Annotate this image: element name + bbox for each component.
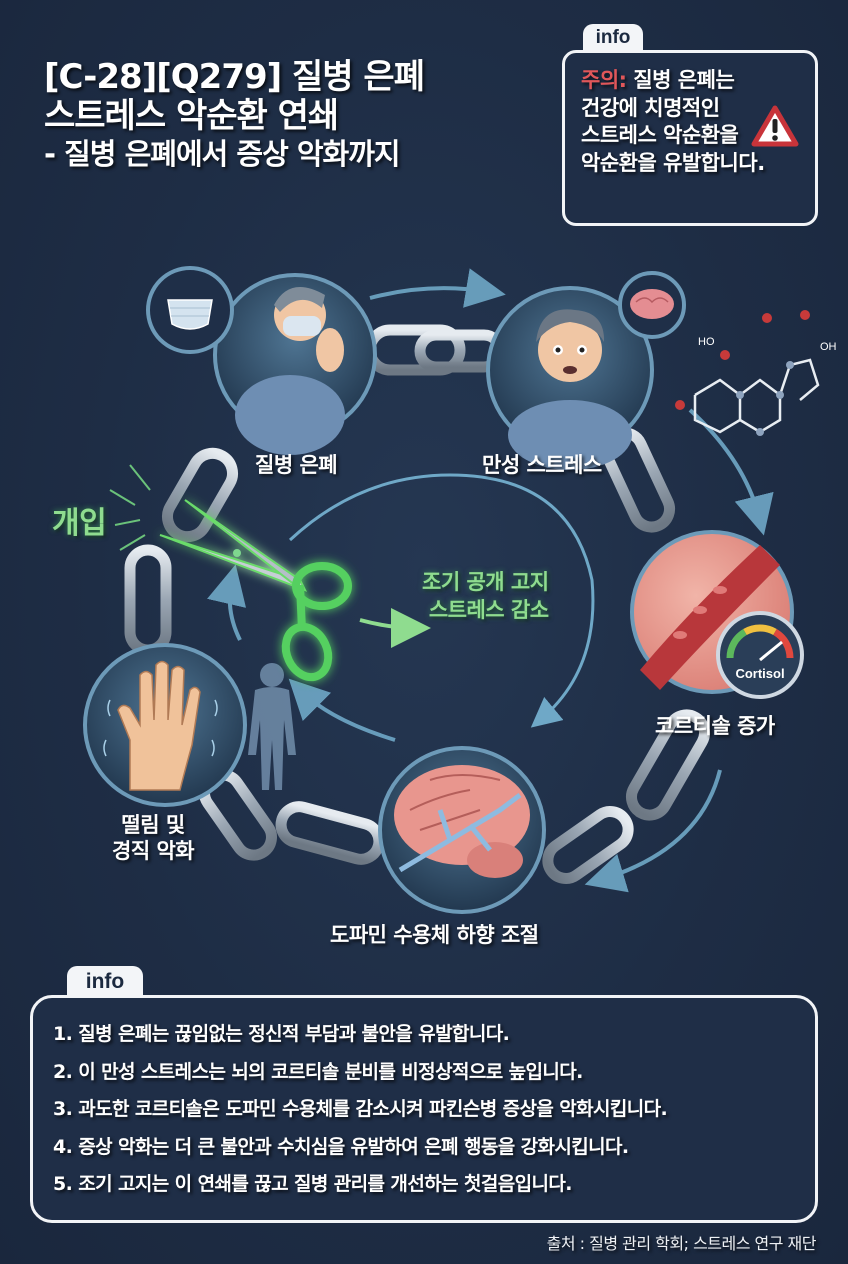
effect-arrow (359, 607, 431, 648)
info-item-5: 5. 조기 고지는 이 연쇄를 끊고 질병 관리를 개선하는 첫걸음입니다. (53, 1173, 572, 1195)
info-item-1: 1. 질병 은폐는 끊임없는 정신적 부담과 불안을 유발합니다. (53, 1023, 510, 1045)
label-symptoms: 떨림 및 경직 악화 (112, 812, 195, 865)
info-tab-bottom: info (67, 966, 143, 997)
info-item-4: 4. 증상 악화는 더 큰 불안과 수치심을 유발하여 은폐 행동을 강화시킵니… (53, 1135, 629, 1158)
warning-label: 주의: (581, 68, 627, 92)
label-dopamine-downregulation: 도파민 수용체 하향 조절 (330, 923, 539, 947)
info-list: 1. 질병 은폐는 끊임없는 정신적 부담과 불안을 유발합니다. 2. 이 만… (53, 1016, 799, 1204)
cycle-graphics: HO OH Cortisol (83, 266, 837, 914)
title-subtitle: - 질병 은폐에서 증상 악화까지 (44, 136, 401, 171)
intervention-sparks (109, 464, 151, 551)
label-symptoms-line-2: 경직 악화 (112, 839, 195, 864)
cycle-arrows (207, 268, 774, 893)
effect-line-2: 스트레스 감소 (428, 598, 549, 623)
label-symptoms-line-1: 떨림 및 (121, 813, 185, 837)
effect-line-1: 조기 공개 고지 (422, 570, 549, 594)
warning-info-box: info 주의: 질병 은폐는 건강에 치명적인 스트레스 악순환을 악순환을 … (562, 24, 818, 226)
node-chronic-stress-illustration (486, 271, 686, 470)
info-tab: info (583, 24, 643, 52)
stress-cycle-diagram: HO OH Cortisol (0, 250, 848, 950)
warning-line-4: 악순환을 유발합니다. (581, 151, 765, 176)
title-line-1: [C-28][Q279] 질병 은폐 (44, 57, 425, 97)
title-line-2: 스트레스 악순환 연쇄 (44, 95, 339, 136)
warning-text: 주의: 질병 은폐는 건강에 치명적인 스트레스 악순환을 악순환을 유발합니다… (581, 67, 801, 178)
info-item-3: 3. 과도한 코르티솔은 도파민 수용체를 감소시켜 파킨슨병 증상을 악화시킵… (53, 1098, 668, 1120)
info-list-box: info 1. 질병 은폐는 끊임없는 정신적 부담과 불안을 유발합니다. 2… (30, 966, 818, 1223)
cortisol-molecule-icon (675, 310, 820, 436)
warning-triangle-icon (751, 105, 799, 147)
node-symptoms-illustration (83, 643, 247, 807)
inner-loop-arrow (288, 473, 595, 728)
label-chronic-stress: 만성 스트레스 (482, 453, 602, 477)
node-cortisol-illustration: Cortisol (630, 530, 804, 699)
node-dopamine-illustration (378, 746, 546, 914)
warning-line-3: 스트레스 악순환을 (581, 123, 739, 148)
intervention-label: 개입 (52, 506, 107, 541)
molecule-oh-label: OH (820, 341, 837, 353)
source-citation: 출처 : 질병 관리 학회; 스트레스 연구 재단 (546, 1234, 817, 1253)
label-cortisol-increase: 코르티솔 증가 (655, 714, 775, 738)
human-silhouette-icon (248, 663, 296, 790)
info-item-2: 2. 이 만성 스트레스는 뇌의 코르티솔 분비를 비정상적으로 높입니다. (53, 1060, 583, 1083)
intervention-effect: 조기 공개 고지 스트레스 감소 (422, 568, 549, 625)
warning-line-1: 질병 은폐는 (626, 68, 735, 92)
warning-line-2: 건강에 치명적인 (581, 95, 720, 120)
page-title: [C-28][Q279] 질병 은폐 스트레스 악순환 연쇄 - 질병 은폐에서… (44, 58, 544, 171)
label-concealment: 질병 은폐 (255, 453, 338, 477)
cortisol-gauge-label: Cortisol (735, 666, 784, 681)
node-concealment-illustration (146, 266, 377, 455)
scissors-icon (159, 499, 352, 682)
molecule-ho-label: HO (698, 336, 715, 348)
